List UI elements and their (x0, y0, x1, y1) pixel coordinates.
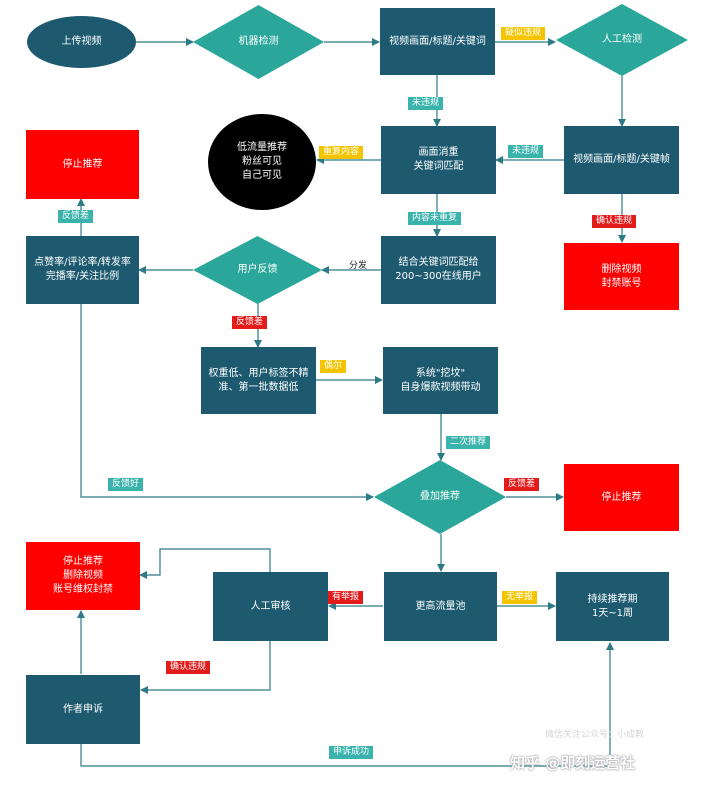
keyword-match-users-label: 结合关键词匹配给 200~300在线用户 (395, 257, 482, 282)
machine-check-node: 机器检测 (193, 5, 324, 79)
stop-recommend-label-2: 停止推荐 (601, 491, 642, 503)
label-second-recommend: 二次推荐 (446, 436, 491, 449)
user-feedback-label: 用户反馈 (237, 264, 278, 275)
delete-ban-label: 删除视频 封禁账号 (601, 263, 642, 289)
human-check-label: 人工检测 (602, 34, 642, 45)
label-feedback-bad-3: 反馈差 (504, 478, 540, 491)
machine-check-shape (193, 5, 324, 79)
delete-ban-node: 删除视频 封禁账号 (564, 243, 679, 310)
label-content-not-duplicate: 内容未重复 (408, 212, 462, 225)
metrics-label: 点赞率/评论率/转发率 完播率/关注比例 (34, 257, 131, 282)
metrics-node: 点赞率/评论率/转发率 完播率/关注比例 (26, 236, 139, 304)
label-feedback-bad-2: 反馈差 (232, 316, 268, 329)
video-frames-node: 视频画面/标题/关键帧 (564, 126, 679, 194)
dedup-keyword-match-label: 画面消重 关键词匹配 (413, 147, 464, 172)
edge-review-appeal (140, 641, 271, 694)
human-check-node: 人工检测 (556, 4, 688, 76)
dig-old-video-node: 系统"挖坟" 自身爆款视频带动 (383, 347, 498, 414)
edge-metrics-stack (80, 304, 374, 501)
stack-recommend-node: 叠加推荐 (374, 460, 506, 534)
sustained-recommend-node: 持续推荐期 1天~1周 (556, 572, 669, 641)
label-feedback-good: 反馈好 (108, 478, 144, 491)
label-duplicate-content: 重复内容 (319, 146, 364, 159)
label-no-violation-2: 未违规 (508, 145, 544, 158)
label-not-reported: 无举报 (502, 591, 538, 604)
keyword-match-users-node: 结合关键词匹配给 200~300在线用户 (381, 236, 496, 304)
stop-recommend-node-2: 停止推荐 (564, 464, 679, 531)
dig-old-video-label: 系统"挖坟" 自身爆款视频带动 (400, 367, 481, 393)
label-suspected-violation: 疑似违规 (501, 27, 546, 40)
stop-delete-ban-node: 停止推荐 删除视频 账号维权封禁 (26, 542, 140, 610)
video-title-keyword-label: 视频画面/标题/关键词 (389, 35, 486, 47)
stack-recommend-shape (374, 460, 506, 534)
low-traffic-label: 低流量推荐 粉丝可见 自己可见 (237, 142, 287, 181)
low-weight-label: 权重低、用户标签不精 准、第一批数据低 (208, 367, 309, 393)
machine-check-label: 机器检测 (238, 36, 279, 47)
manual-review-label: 人工审核 (250, 600, 291, 612)
dedup-keyword-match-node: 画面消重 关键词匹配 (381, 126, 496, 194)
manual-review-node: 人工审核 (213, 572, 328, 641)
label-occasionally: 偶尔 (320, 360, 347, 373)
zhihu-watermark: 知乎 @即刻运营社 (510, 754, 636, 772)
higher-traffic-pool-node: 更高流量池 (384, 572, 497, 641)
low-weight-node: 权重低、用户标签不精 准、第一批数据低 (201, 347, 316, 414)
label-confirm-violation-1: 确认违规 (592, 215, 637, 228)
user-feedback-node: 用户反馈 (193, 236, 322, 304)
higher-traffic-pool-label: 更高流量池 (415, 600, 466, 612)
stop-delete-ban-label: 停止推荐 删除视频 账号维权封禁 (53, 556, 113, 595)
stack-recommend-label: 叠加推荐 (420, 491, 460, 502)
stop-recommend-node-1: 停止推荐 (26, 130, 139, 199)
edge-review-stopdelete (139, 548, 271, 579)
human-check-shape (556, 4, 688, 76)
label-appeal-success: 申诉成功 (329, 746, 374, 759)
low-traffic-node: 低流量推荐 粉丝可见 自己可见 (208, 114, 316, 210)
faint-watermark: 微信关注公众号：小成教 (545, 730, 645, 740)
author-appeal-node: 作者申诉 (26, 675, 140, 744)
label-no-violation-1: 未违规 (408, 97, 444, 110)
edge-appeal-sustain (80, 642, 614, 767)
video-frames-label: 视频画面/标题/关键帧 (573, 154, 670, 165)
upload-video-node: 上传视频 (27, 16, 136, 68)
label-distribute: 分发 (349, 261, 368, 271)
video-title-keyword-node: 视频画面/标题/关键词 (380, 8, 495, 75)
label-confirm-violation-2: 确认违规 (166, 661, 211, 674)
stop-recommend-label-1: 停止推荐 (62, 158, 103, 170)
user-feedback-shape (193, 236, 322, 304)
label-feedback-bad-1: 反馈差 (58, 210, 94, 223)
sustained-recommend-label: 持续推荐期 1天~1周 (587, 593, 638, 619)
upload-video-label: 上传视频 (61, 36, 102, 47)
label-reported: 有举报 (328, 591, 364, 604)
author-appeal-label: 作者申诉 (63, 703, 103, 715)
